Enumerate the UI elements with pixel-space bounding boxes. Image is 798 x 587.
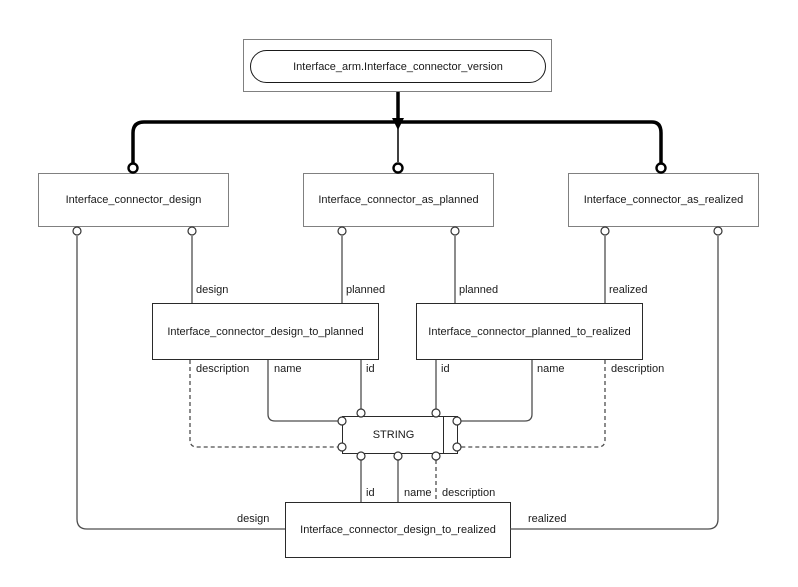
- relationship-design-to-realized-label: Interface_connector_design_to_realized: [300, 524, 496, 536]
- edge-label-planned: planned: [459, 284, 499, 296]
- attribute-circle-icon: [450, 226, 460, 236]
- edge-label-id: id: [366, 363, 375, 375]
- edge-label-name: name: [274, 363, 302, 375]
- supertype-circle-icon: [655, 162, 667, 174]
- type-string-label: STRING: [372, 429, 415, 441]
- entity-interface-connector-as-realized-label: Interface_connector_as_realized: [583, 194, 744, 206]
- supertype-circle-icon: [127, 162, 139, 174]
- entity-box-interface-connector-design: Interface_connector_design: [38, 173, 229, 227]
- edge-label-design: design: [237, 513, 270, 525]
- edge-label-id: id: [366, 487, 375, 499]
- edge-label-realized: realized: [609, 284, 648, 296]
- attribute-circle-icon: [600, 226, 610, 236]
- entity-interface-connector-as-planned-label: Interface_connector_as_planned: [318, 194, 479, 206]
- entity-box-interface-connector-as-planned: Interface_connector_as_planned: [303, 173, 494, 227]
- edge-ptr-description: [461, 360, 606, 448]
- relationship-box-design-to-realized: Interface_connector_design_to_realized: [285, 502, 511, 558]
- edge-label-realized: realized: [528, 513, 567, 525]
- type-box-string: STRING: [342, 416, 458, 454]
- attribute-circle-icon: [187, 226, 197, 236]
- relationship-planned-to-realized-label: Interface_connector_planned_to_realized: [428, 325, 631, 338]
- relationship-box-design-to-planned: Interface_connector_design_to_planned: [152, 303, 379, 360]
- edge-design-to-dtr: [76, 236, 285, 530]
- relationship-design-to-planned-label: Interface_connector_design_to_planned: [167, 325, 364, 338]
- attribute-circle-icon: [337, 226, 347, 236]
- edge-label-description: description: [442, 487, 496, 499]
- supertype-tree: [131, 92, 663, 163]
- tree-junction-arrow-icon: [392, 118, 404, 130]
- edge-label-name: name: [404, 487, 432, 499]
- entity-interface-connector-version-label: Interface_arm.Interface_connector_versio…: [293, 60, 503, 73]
- entity-interface-connector-version: Interface_arm.Interface_connector_versio…: [250, 50, 546, 83]
- edge-label-id: id: [441, 363, 450, 375]
- entity-interface-connector-design-label: Interface_connector_design: [65, 194, 202, 206]
- attribute-lines: [76, 236, 719, 530]
- entity-box-interface-connector-as-realized: Interface_connector_as_realized: [568, 173, 759, 227]
- edge-label-name: name: [537, 363, 565, 375]
- edge-label-design: design: [196, 284, 229, 296]
- edge-ptr-name: [461, 360, 533, 422]
- attribute-circle-icon: [713, 226, 723, 236]
- edge-label-description: description: [611, 363, 665, 375]
- simple-type-divider: [443, 417, 444, 453]
- relationship-box-planned-to-realized: Interface_connector_planned_to_realized: [416, 303, 643, 360]
- edge-realized-to-dtr: [510, 236, 719, 530]
- attribute-circle-icon: [72, 226, 82, 236]
- edge-label-description: description: [196, 363, 250, 375]
- supertype-circle-icon: [392, 162, 404, 174]
- supertype-circles: [127, 162, 667, 174]
- edge-label-planned: planned: [346, 284, 386, 296]
